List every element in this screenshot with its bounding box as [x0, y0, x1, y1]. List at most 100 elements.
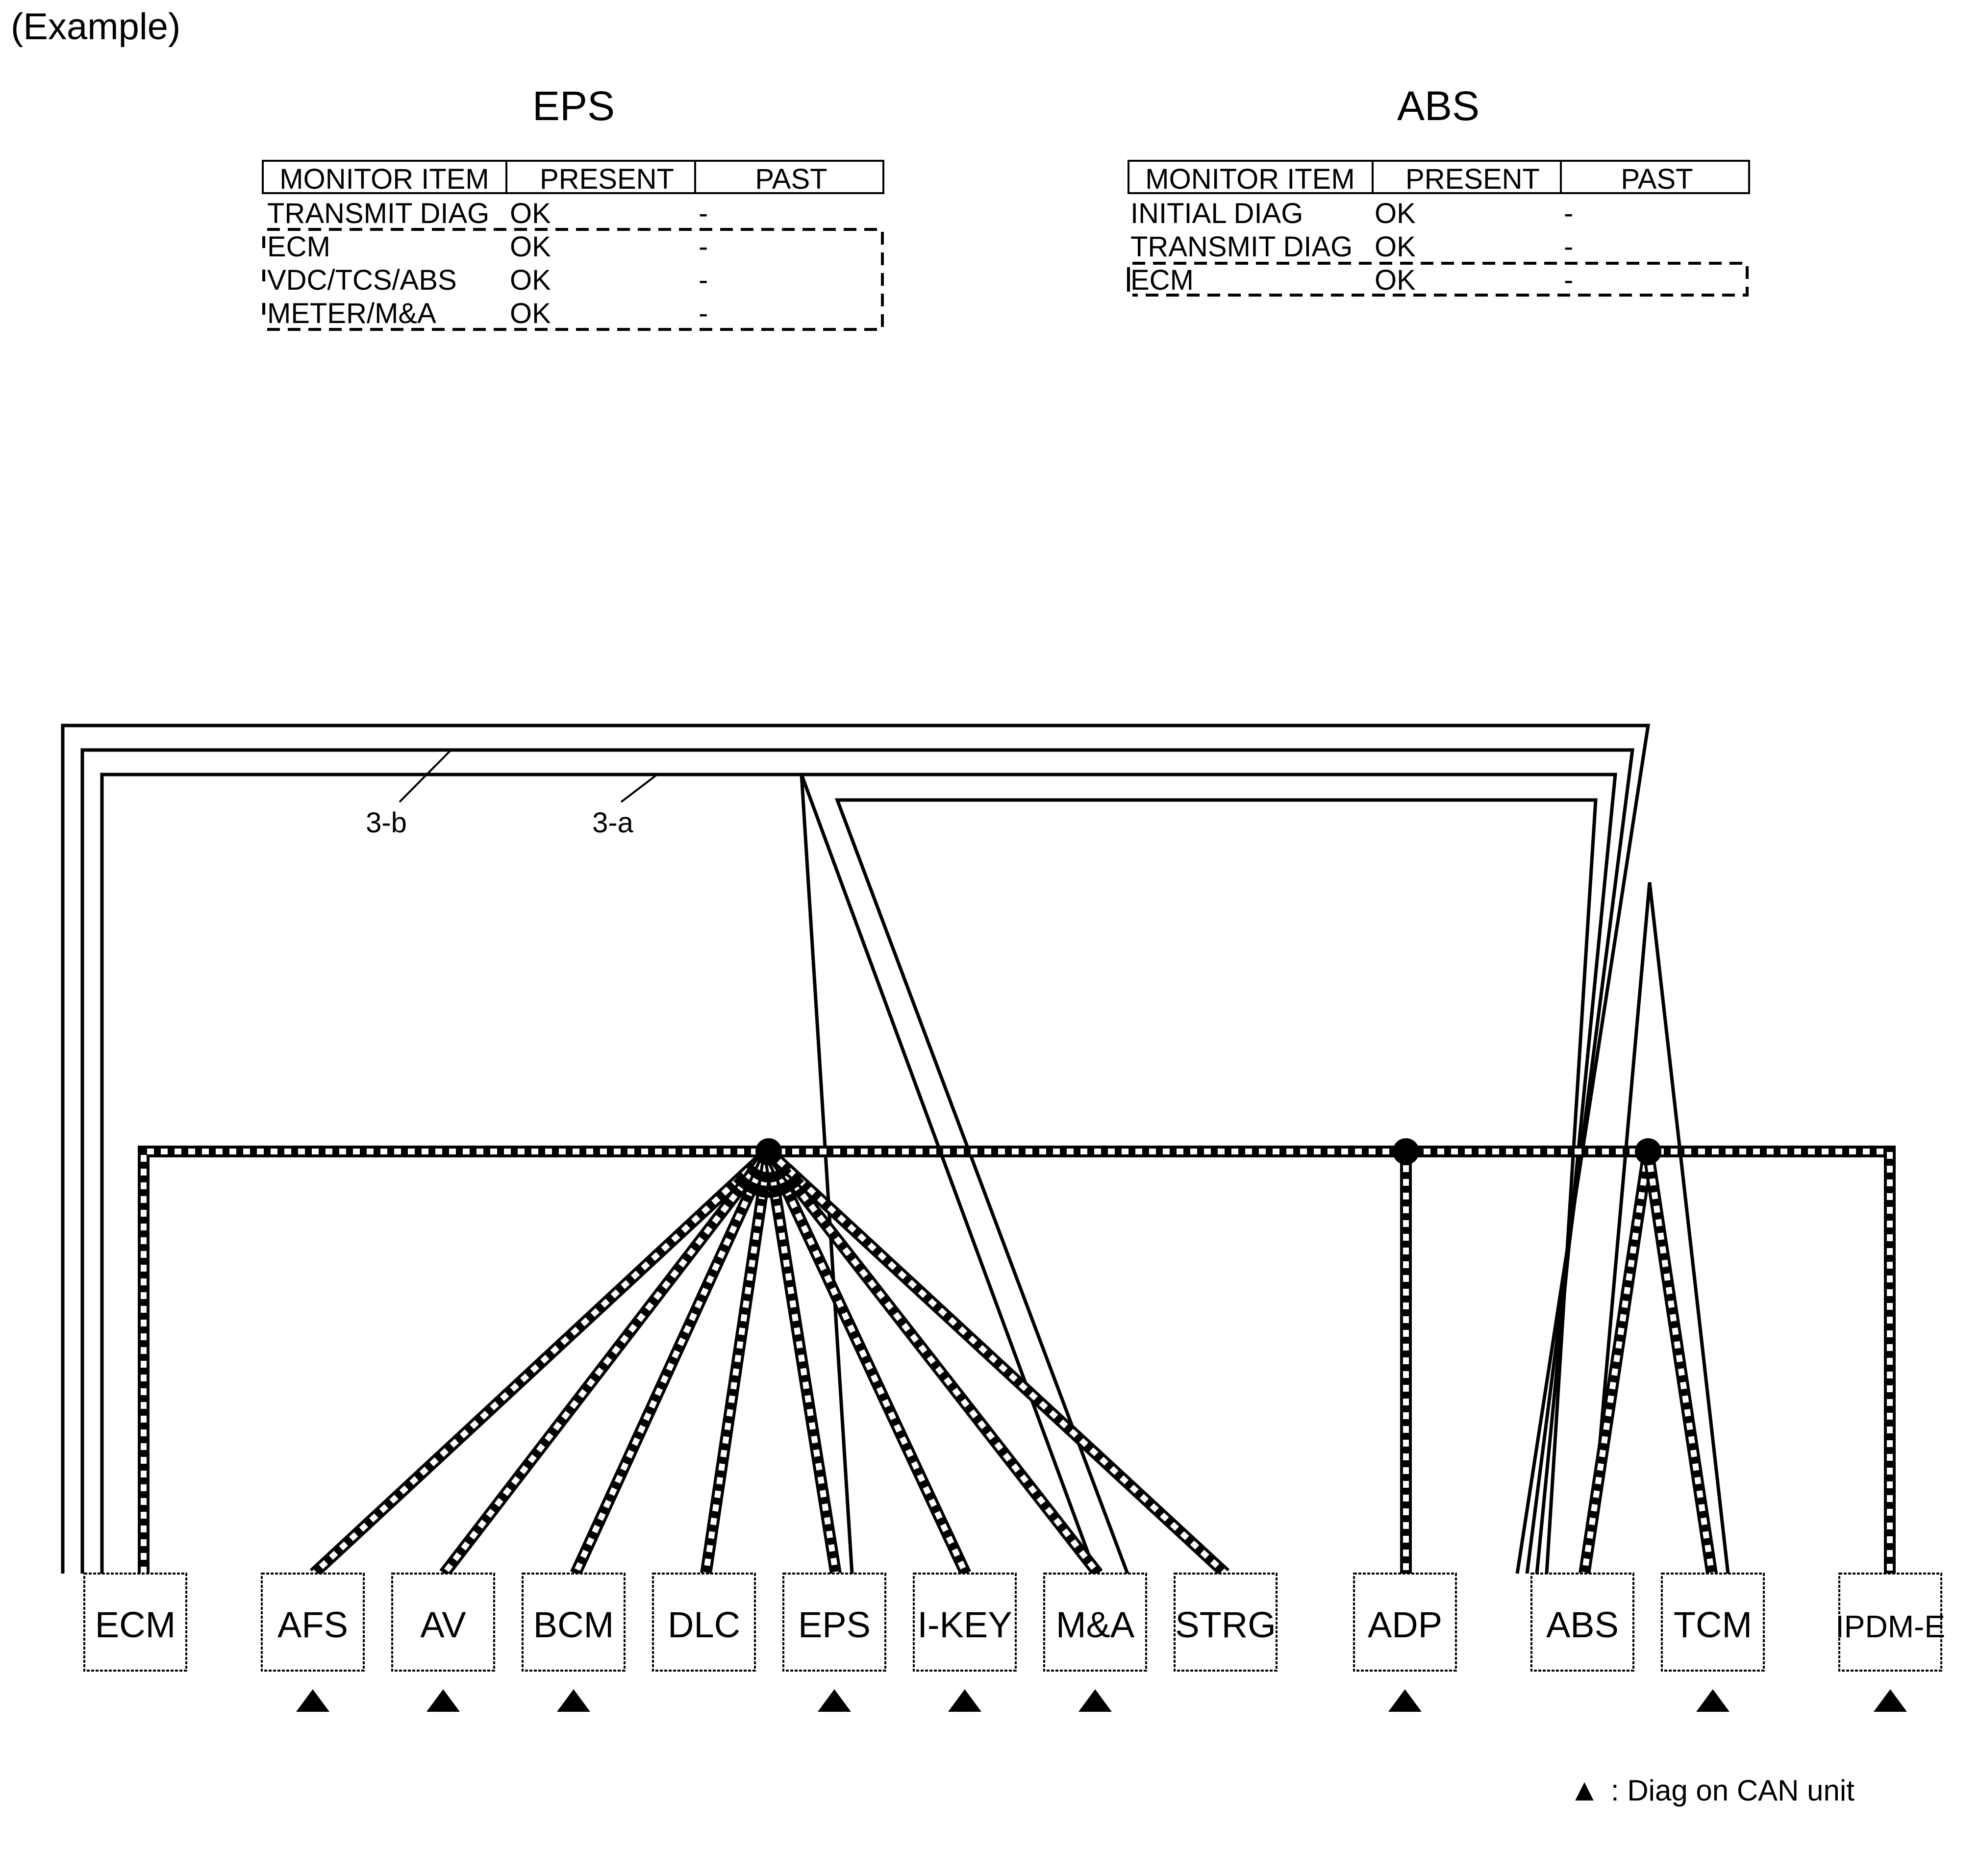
legend: ▲ : Diag on CAN unit	[1569, 1772, 1855, 1807]
abs-header-present: PRESENT	[1405, 163, 1540, 195]
can-branch-bcm	[570, 1149, 774, 1576]
unit-box-adp: ADP	[1353, 1573, 1457, 1672]
label-3a: 3-a	[592, 807, 634, 839]
abs-table-title: ABS	[1397, 83, 1479, 129]
unit-label-av: AV	[420, 1604, 466, 1645]
unit-label-abs: ABS	[1546, 1604, 1619, 1645]
junction-splice-arc	[733, 1176, 804, 1198]
abs-row-ecm-present: OK	[1375, 264, 1416, 296]
eps-row-ecm-past: -	[699, 231, 708, 263]
abs-table-header-frame	[1128, 160, 1750, 194]
eps-row-ecm-present: OK	[510, 231, 551, 263]
unit-label-strg: STRG	[1175, 1604, 1276, 1645]
unit-label-ikey: I-KEY	[917, 1604, 1012, 1645]
unit-box-ecm: ECM	[83, 1573, 187, 1672]
can-branch-ikey	[763, 1149, 971, 1576]
legend-symbol: ▲	[1569, 1772, 1600, 1807]
label-3a-leader	[620, 775, 657, 803]
eps-row-vdc-past: -	[699, 264, 708, 296]
abs-row-initial-diag-past: -	[1564, 198, 1573, 229]
junction-dot-abs-tcm	[1635, 1138, 1661, 1165]
diag-marker-bcm	[557, 1689, 590, 1712]
unit-box-ikey: I-KEY	[913, 1573, 1017, 1672]
eps-row-meter-past: -	[699, 298, 708, 329]
eps-row-meter-present: OK	[510, 298, 551, 329]
unit-label-afs: AFS	[277, 1604, 348, 1645]
eps-header-monitor-item: MONITOR ITEM	[279, 163, 489, 195]
diag-marker-eps	[818, 1689, 851, 1712]
wire-ma-to-junction	[800, 774, 1098, 1575]
unit-label-ecm: ECM	[95, 1604, 175, 1645]
unit-boxes: ECM AFS AV BCM DLC EPS I-KEY M&A	[83, 1573, 1945, 1672]
unit-box-ipdm-e: IPDM-E	[1835, 1573, 1945, 1672]
unit-box-ma: M&A	[1043, 1573, 1147, 1672]
abs-row-transmit-diag-present: OK	[1375, 231, 1416, 263]
eps-row-transmit-diag-present: OK	[510, 198, 551, 229]
abs-header-past: PAST	[1621, 163, 1693, 195]
abs-row-ecm-past: -	[1564, 264, 1573, 296]
unit-label-tcm: TCM	[1674, 1604, 1752, 1645]
unit-label-bcm: BCM	[533, 1604, 614, 1645]
unit-box-tcm: TCM	[1661, 1573, 1765, 1672]
eps-row-transmit-diag-past: -	[699, 198, 708, 229]
eps-monitor-table: EPS MONITOR ITEM PRESENT PAST TRANSMIT D…	[262, 83, 884, 331]
label-3b: 3-b	[366, 807, 407, 839]
can-branch-strg	[764, 1147, 1230, 1578]
diag-marker-adp	[1388, 1689, 1422, 1712]
can-branch-av	[439, 1148, 774, 1577]
junction-dot-main	[755, 1138, 782, 1165]
can-branch-ma	[764, 1148, 1103, 1577]
abs-header-monitor-item: MONITOR ITEM	[1145, 163, 1354, 195]
eps-header-past: PAST	[755, 163, 827, 195]
wire-ecm-middle-to-abs	[80, 748, 1634, 1574]
eps-row-vdc-present: OK	[510, 264, 551, 296]
label-3b-leader	[399, 750, 451, 803]
abs-row-ecm-item: ECM	[1130, 264, 1194, 296]
abs-row-initial-diag-item: INITIAL DIAG	[1130, 198, 1303, 229]
abs-monitor-table: ABS MONITOR ITEM PRESENT PAST INITIAL DI…	[1127, 83, 1750, 297]
diag-marker-afs	[296, 1689, 329, 1712]
abs-row-transmit-diag-item: TRANSMIT DIAG	[1130, 231, 1353, 263]
eps-header-present: PRESENT	[540, 163, 674, 195]
unit-label-dlc: DLC	[668, 1604, 740, 1645]
wire-ma-to-abs-loop	[834, 798, 1598, 1575]
unit-label-ma: M&A	[1056, 1604, 1135, 1645]
eps-table-title: EPS	[532, 83, 615, 129]
eps-row-transmit-diag-item: TRANSMIT DIAG	[267, 198, 489, 229]
wire-ecm-inner-to-abs	[100, 773, 1617, 1574]
unit-box-av: AV	[391, 1573, 495, 1672]
diag-marker-av	[426, 1689, 460, 1712]
can-branch-tcm	[1642, 1151, 1718, 1575]
solid-wiring	[61, 724, 1730, 1575]
diag-marker-ma	[1078, 1689, 1112, 1712]
abs-highlight-box	[1132, 262, 1749, 297]
unit-box-abs: ABS	[1530, 1573, 1634, 1672]
wire-tcm-peak	[1586, 882, 1730, 1574]
unit-box-bcm: BCM	[522, 1573, 626, 1672]
diag-marker-tcm	[1696, 1689, 1729, 1712]
can-bus-lines	[138, 1146, 1896, 1578]
unit-label-adp: ADP	[1368, 1604, 1442, 1645]
abs-row-initial-diag-present: OK	[1375, 198, 1416, 229]
eps-table-header-frame	[262, 160, 884, 194]
diag-on-can-markers	[296, 1689, 1907, 1712]
unit-label-ipdm-e: IPDM-E	[1835, 1609, 1945, 1644]
unit-box-afs: AFS	[261, 1573, 365, 1672]
abs-row-transmit-diag-past: -	[1564, 231, 1573, 263]
legend-text: : Diag on CAN unit	[1611, 1774, 1855, 1807]
wire-eps-to-junction	[800, 774, 854, 1574]
can-branch-dlc	[700, 1151, 775, 1575]
unit-box-strg: STRG	[1174, 1573, 1278, 1672]
diag-marker-ipdm-e	[1874, 1689, 1907, 1712]
can-main-trunk	[138, 1146, 1896, 1574]
diag-marker-ikey	[948, 1689, 981, 1712]
eps-row-vdc-item: VDC/TCS/ABS	[267, 264, 457, 296]
junction-dot-adp	[1393, 1138, 1419, 1165]
eps-highlight-box	[267, 228, 884, 331]
unit-box-eps: EPS	[782, 1573, 886, 1672]
example-label: (Example)	[11, 6, 180, 48]
can-branch-eps	[763, 1151, 842, 1575]
can-branch-afs	[309, 1147, 773, 1578]
eps-row-meter-item: METER/M&A	[267, 298, 436, 329]
